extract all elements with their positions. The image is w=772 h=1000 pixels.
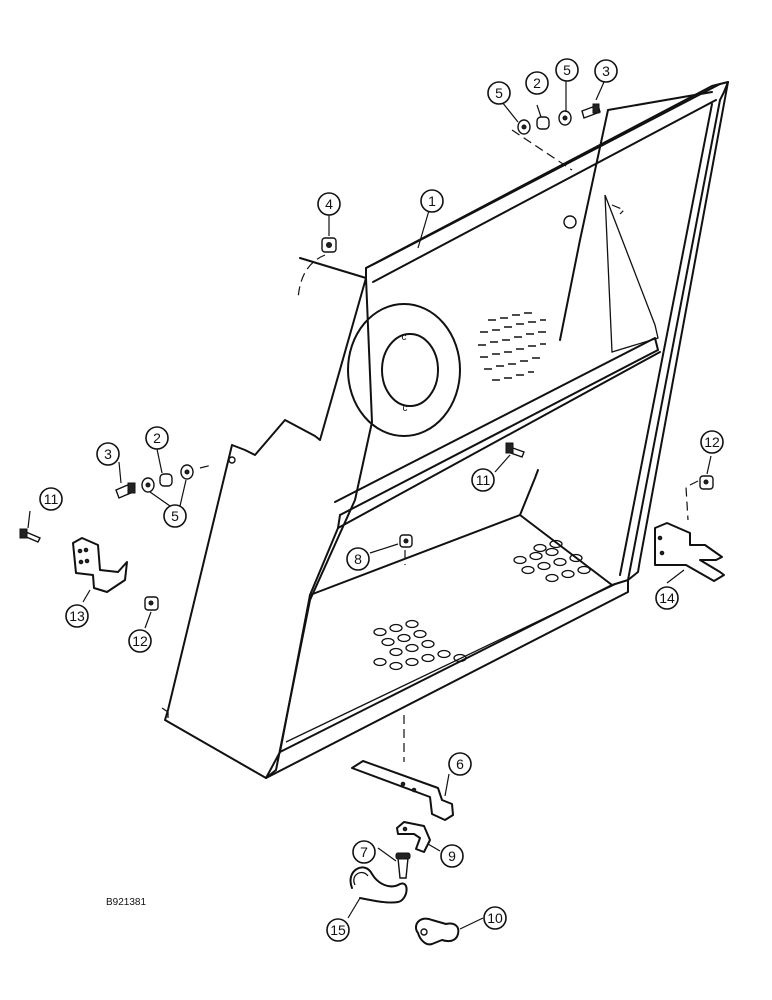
screw-7 bbox=[395, 852, 411, 879]
callout-14: 14 bbox=[655, 586, 679, 610]
svg-text:15: 15 bbox=[330, 922, 346, 938]
callout-3-top: 3 bbox=[594, 59, 618, 83]
svg-text:13: 13 bbox=[69, 608, 85, 624]
bolt-11-left bbox=[19, 528, 41, 543]
callout-13: 13 bbox=[65, 604, 89, 628]
hardware-top-right bbox=[511, 103, 626, 229]
callout-6: 6 bbox=[448, 752, 472, 776]
callout-4: 4 bbox=[317, 192, 341, 216]
svg-text:3: 3 bbox=[602, 63, 610, 79]
tray-holes bbox=[373, 539, 591, 671]
panel-housing bbox=[161, 81, 729, 779]
svg-text:8: 8 bbox=[354, 551, 362, 567]
svg-text:12: 12 bbox=[132, 633, 148, 649]
callout-11-center: 11 bbox=[471, 468, 495, 492]
svg-text:5: 5 bbox=[495, 85, 503, 101]
clip-9 bbox=[396, 821, 431, 853]
callout-11-left: 11 bbox=[39, 487, 63, 511]
svg-text:10: 10 bbox=[487, 910, 503, 926]
svg-text:12: 12 bbox=[704, 434, 720, 450]
callout-3-left: 3 bbox=[96, 442, 120, 466]
bolt-11-center bbox=[505, 442, 525, 458]
callout-1: 1 bbox=[420, 189, 444, 213]
nut-12-right bbox=[685, 475, 714, 521]
callout-7: 7 bbox=[352, 840, 376, 864]
leader-lines bbox=[27, 80, 712, 930]
svg-text:2: 2 bbox=[153, 430, 161, 446]
svg-text:11: 11 bbox=[476, 472, 491, 488]
svg-text:5: 5 bbox=[171, 508, 179, 524]
svg-text:14: 14 bbox=[659, 590, 675, 606]
callout-2-top: 2 bbox=[525, 71, 549, 95]
svg-text:5: 5 bbox=[563, 62, 571, 78]
hardware-left bbox=[115, 464, 213, 499]
knob-10 bbox=[414, 917, 460, 946]
svg-text:4: 4 bbox=[325, 196, 333, 212]
svg-text:7: 7 bbox=[360, 844, 368, 860]
callout-10: 10 bbox=[483, 906, 507, 930]
drawing-code: B921381 bbox=[106, 897, 146, 908]
bracket-13 bbox=[72, 537, 128, 593]
bracket-6 bbox=[351, 715, 454, 821]
svg-text:11: 11 bbox=[44, 491, 59, 507]
svg-text:6: 6 bbox=[456, 756, 464, 772]
callout-5-left: 5 bbox=[163, 504, 187, 528]
nut-8 bbox=[399, 534, 413, 565]
callout-5-top-left: 5 bbox=[487, 81, 511, 105]
callout-8: 8 bbox=[346, 547, 370, 571]
callout-5-top-right: 5 bbox=[555, 58, 579, 82]
callout-2-left: 2 bbox=[145, 426, 169, 450]
callout-12-right: 12 bbox=[700, 430, 724, 454]
svg-text:1: 1 bbox=[428, 193, 436, 209]
callout-9: 9 bbox=[440, 844, 464, 868]
callout-12-left: 12 bbox=[128, 629, 152, 653]
blower-ring: c c bbox=[347, 303, 461, 437]
svg-text:c: c bbox=[403, 403, 408, 414]
bracket-14 bbox=[654, 522, 725, 582]
svg-text:3: 3 bbox=[104, 446, 112, 462]
svg-text:9: 9 bbox=[448, 848, 456, 864]
nut-12-left bbox=[144, 596, 159, 611]
callout-15: 15 bbox=[326, 918, 350, 942]
nut-4 bbox=[297, 237, 337, 301]
spring-clip-15 bbox=[349, 866, 408, 904]
perforated-grille bbox=[478, 312, 546, 381]
svg-text:c: c bbox=[402, 332, 407, 343]
svg-text:2: 2 bbox=[533, 75, 541, 91]
